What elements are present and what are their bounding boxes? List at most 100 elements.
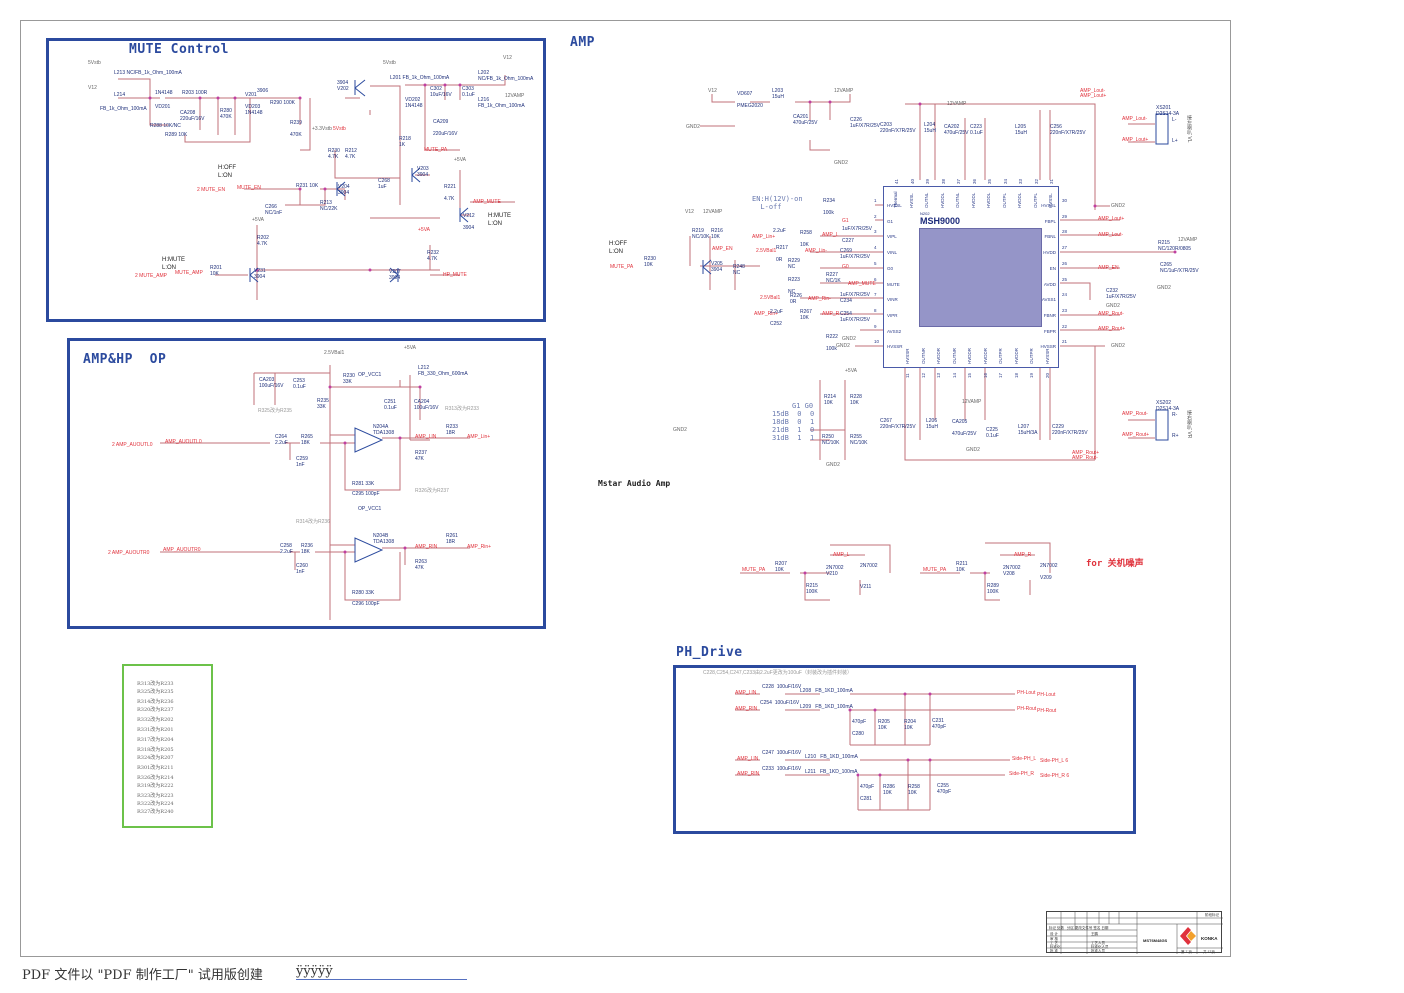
port-out: Side-PH_R 6 (1040, 773, 1070, 779)
net-amp-rin-plus: AMP_Rin+ (467, 544, 492, 550)
chip-pin-name: OUTPR (998, 348, 1003, 364)
sheet-total: 共 12页 (1203, 950, 1215, 954)
chip-pin-number: 11 (905, 373, 910, 378)
gnd2-label: GND2 (1106, 303, 1120, 309)
port-out: PH-Lout (1037, 692, 1056, 698)
component-L213: L213 NC/FB_1k_Ohm_100mA (114, 70, 182, 76)
chip-pin-name: OUTPL (1001, 192, 1007, 208)
chip-pin-number: 37 (956, 178, 961, 184)
chip-pin-name: HVDDL (970, 192, 976, 208)
rail-label: V12 (88, 85, 97, 91)
chip-pin-name: HVSSR (1044, 348, 1050, 364)
chip-pin-number: 39 (925, 178, 930, 184)
net-amp-rout-minus: AMP_Rout- (1122, 411, 1148, 417)
ph-drive-title: PH_Drive (676, 645, 743, 660)
net-hp-mute: HP_MUTE (443, 272, 467, 278)
chip-pin-number: 22 (1062, 323, 1068, 329)
amp-title: AMP (570, 35, 595, 50)
rail-v12: V12 (708, 88, 717, 94)
net-op-vcc1: OP_VCC1 (358, 372, 382, 378)
component-L208: L208 FB_1KD_100mA (800, 688, 853, 694)
rail-12vamp: 12VAMP (962, 399, 982, 405)
port-out: PH-Rout (1037, 708, 1057, 714)
change-note-line: R319改为R222 (137, 783, 174, 789)
net-amp-lout-plus: AMP_Lout+ (1122, 137, 1149, 143)
rail-label: +5VA (418, 227, 430, 233)
rail-12vamp: 12VAMP (834, 88, 854, 94)
konka-logo-icon (1180, 927, 1196, 945)
speaker-side-label: 接右喇叭 VR (1186, 410, 1192, 439)
net-2v5: 2.5VBal1 (760, 295, 781, 301)
chip-pin-number: 34 (1002, 178, 1008, 184)
chip-pin-name: HVDDL (939, 192, 945, 208)
speaker-pin-label: L+ (1172, 138, 1178, 144)
chip-pin-name: HVSSL (1041, 203, 1056, 208)
chip-pin-number: 26 (1062, 260, 1068, 266)
rail-label: 5Vstb (333, 126, 346, 132)
net-amp-lout-plus: AMP_Lout+ (1098, 216, 1125, 222)
speaker-pin-label: R- (1172, 412, 1178, 418)
net-mute-pa: MUTE_PA (610, 264, 634, 270)
en-note: EN:H(12V)-on L-off (752, 195, 803, 211)
chip-pin-name: HVDDR (967, 347, 972, 364)
change-annotation: R325改为R235 (258, 408, 292, 414)
net-amp-en: AMP_EN (1098, 265, 1119, 271)
chip-name: MSH9000 (920, 216, 961, 226)
rail-label: 5Vstb (383, 60, 396, 66)
gnd2-label: GND2 (673, 427, 687, 433)
change-note-line: R320改为R237 (137, 707, 174, 713)
net-amp-lout-plus: AMP_Lout+ (1080, 93, 1107, 99)
net-amp-l: AMP_L (822, 232, 839, 238)
pdf-watermark-link[interactable]: ÿÿÿÿÿ (296, 964, 467, 980)
component-value: FB_1k_Ohm_100mA (100, 106, 147, 112)
gnd2-label: GND2 (686, 124, 700, 130)
port-mute-en: 2 MUTE_EN (197, 187, 226, 193)
chip-pin-name: HVDD (1043, 250, 1056, 256)
stage-label: 阶段标记 (1205, 913, 1219, 917)
chip-pin-name: VINR (887, 297, 898, 303)
chip-pin-name: Thermal (893, 191, 898, 208)
mute-note-hmute-2: H:MUTE L:ON (162, 257, 185, 271)
component-value: 3906 (257, 88, 269, 94)
component-VD201: 1N4148 (155, 90, 173, 96)
chip-pin-number: 38 (940, 178, 946, 184)
component-L211: L211 FB_1KD_100mA (805, 769, 858, 775)
title-block-role: 审 核 (1050, 937, 1058, 941)
net-amp-rout-minus: AMP_Rout- (1072, 455, 1098, 461)
chip-pin-name: FBNL (1044, 234, 1056, 240)
net-amp-rout-plus: AMP_Rout+ (1098, 326, 1126, 332)
net-amp-rin: AMP_RIN (415, 544, 438, 550)
title-block-role: 设 计 (1050, 932, 1058, 936)
ph-drive-note: C228,C254,C247,C233由2.2uF更改为100uF（封装改为插件… (703, 670, 852, 676)
title-block-header: 标记 处数 分区 更改文件号 签名 日期 (1049, 926, 1109, 930)
gnd2-label: GND2 (966, 447, 980, 453)
chip-pin-number: 17 (998, 372, 1003, 378)
chip-pin-name: HVSSR (1040, 344, 1056, 350)
